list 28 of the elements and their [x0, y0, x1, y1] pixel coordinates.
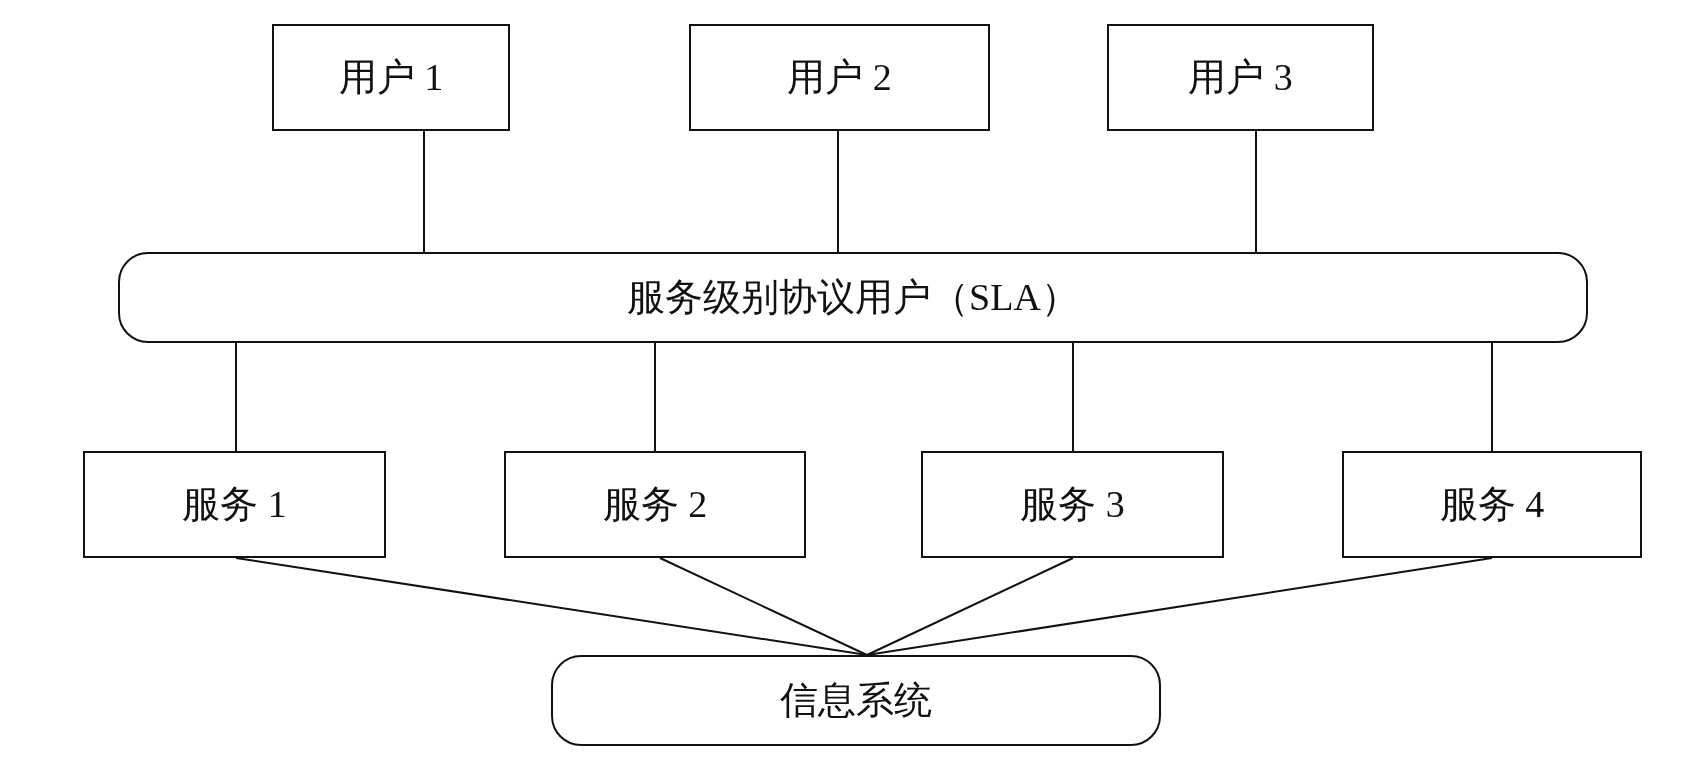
user-box [689, 24, 990, 131]
connector-line [423, 130, 425, 253]
connector-line [235, 342, 237, 452]
connector-line [866, 557, 1074, 656]
service-box [504, 451, 806, 558]
node-label: 服务级别协议用户（SLA） [627, 275, 1079, 320]
connector-line [1072, 342, 1074, 452]
connector-line [866, 557, 1493, 656]
node-label: 信息系统 [780, 678, 932, 723]
node-label: 服务 4 [1439, 482, 1545, 527]
user-box [272, 24, 510, 131]
node-label: 用户 1 [338, 55, 444, 100]
service-box [83, 451, 386, 558]
service-box [921, 451, 1224, 558]
connector-line [654, 342, 656, 452]
node-label: 用户 2 [787, 55, 892, 100]
system-box [551, 655, 1161, 746]
user-box [1107, 24, 1374, 131]
node-label: 服务 2 [602, 482, 708, 527]
agreement-box [118, 252, 1588, 343]
service-box [1342, 451, 1642, 558]
connector-line [659, 557, 868, 656]
connector-line [837, 130, 839, 253]
node-label: 用户 3 [1188, 55, 1293, 100]
node-label: 服务 1 [182, 482, 287, 527]
connector-line [1255, 130, 1257, 253]
node-label: 服务 3 [1020, 482, 1125, 527]
connector-line [1491, 342, 1493, 452]
